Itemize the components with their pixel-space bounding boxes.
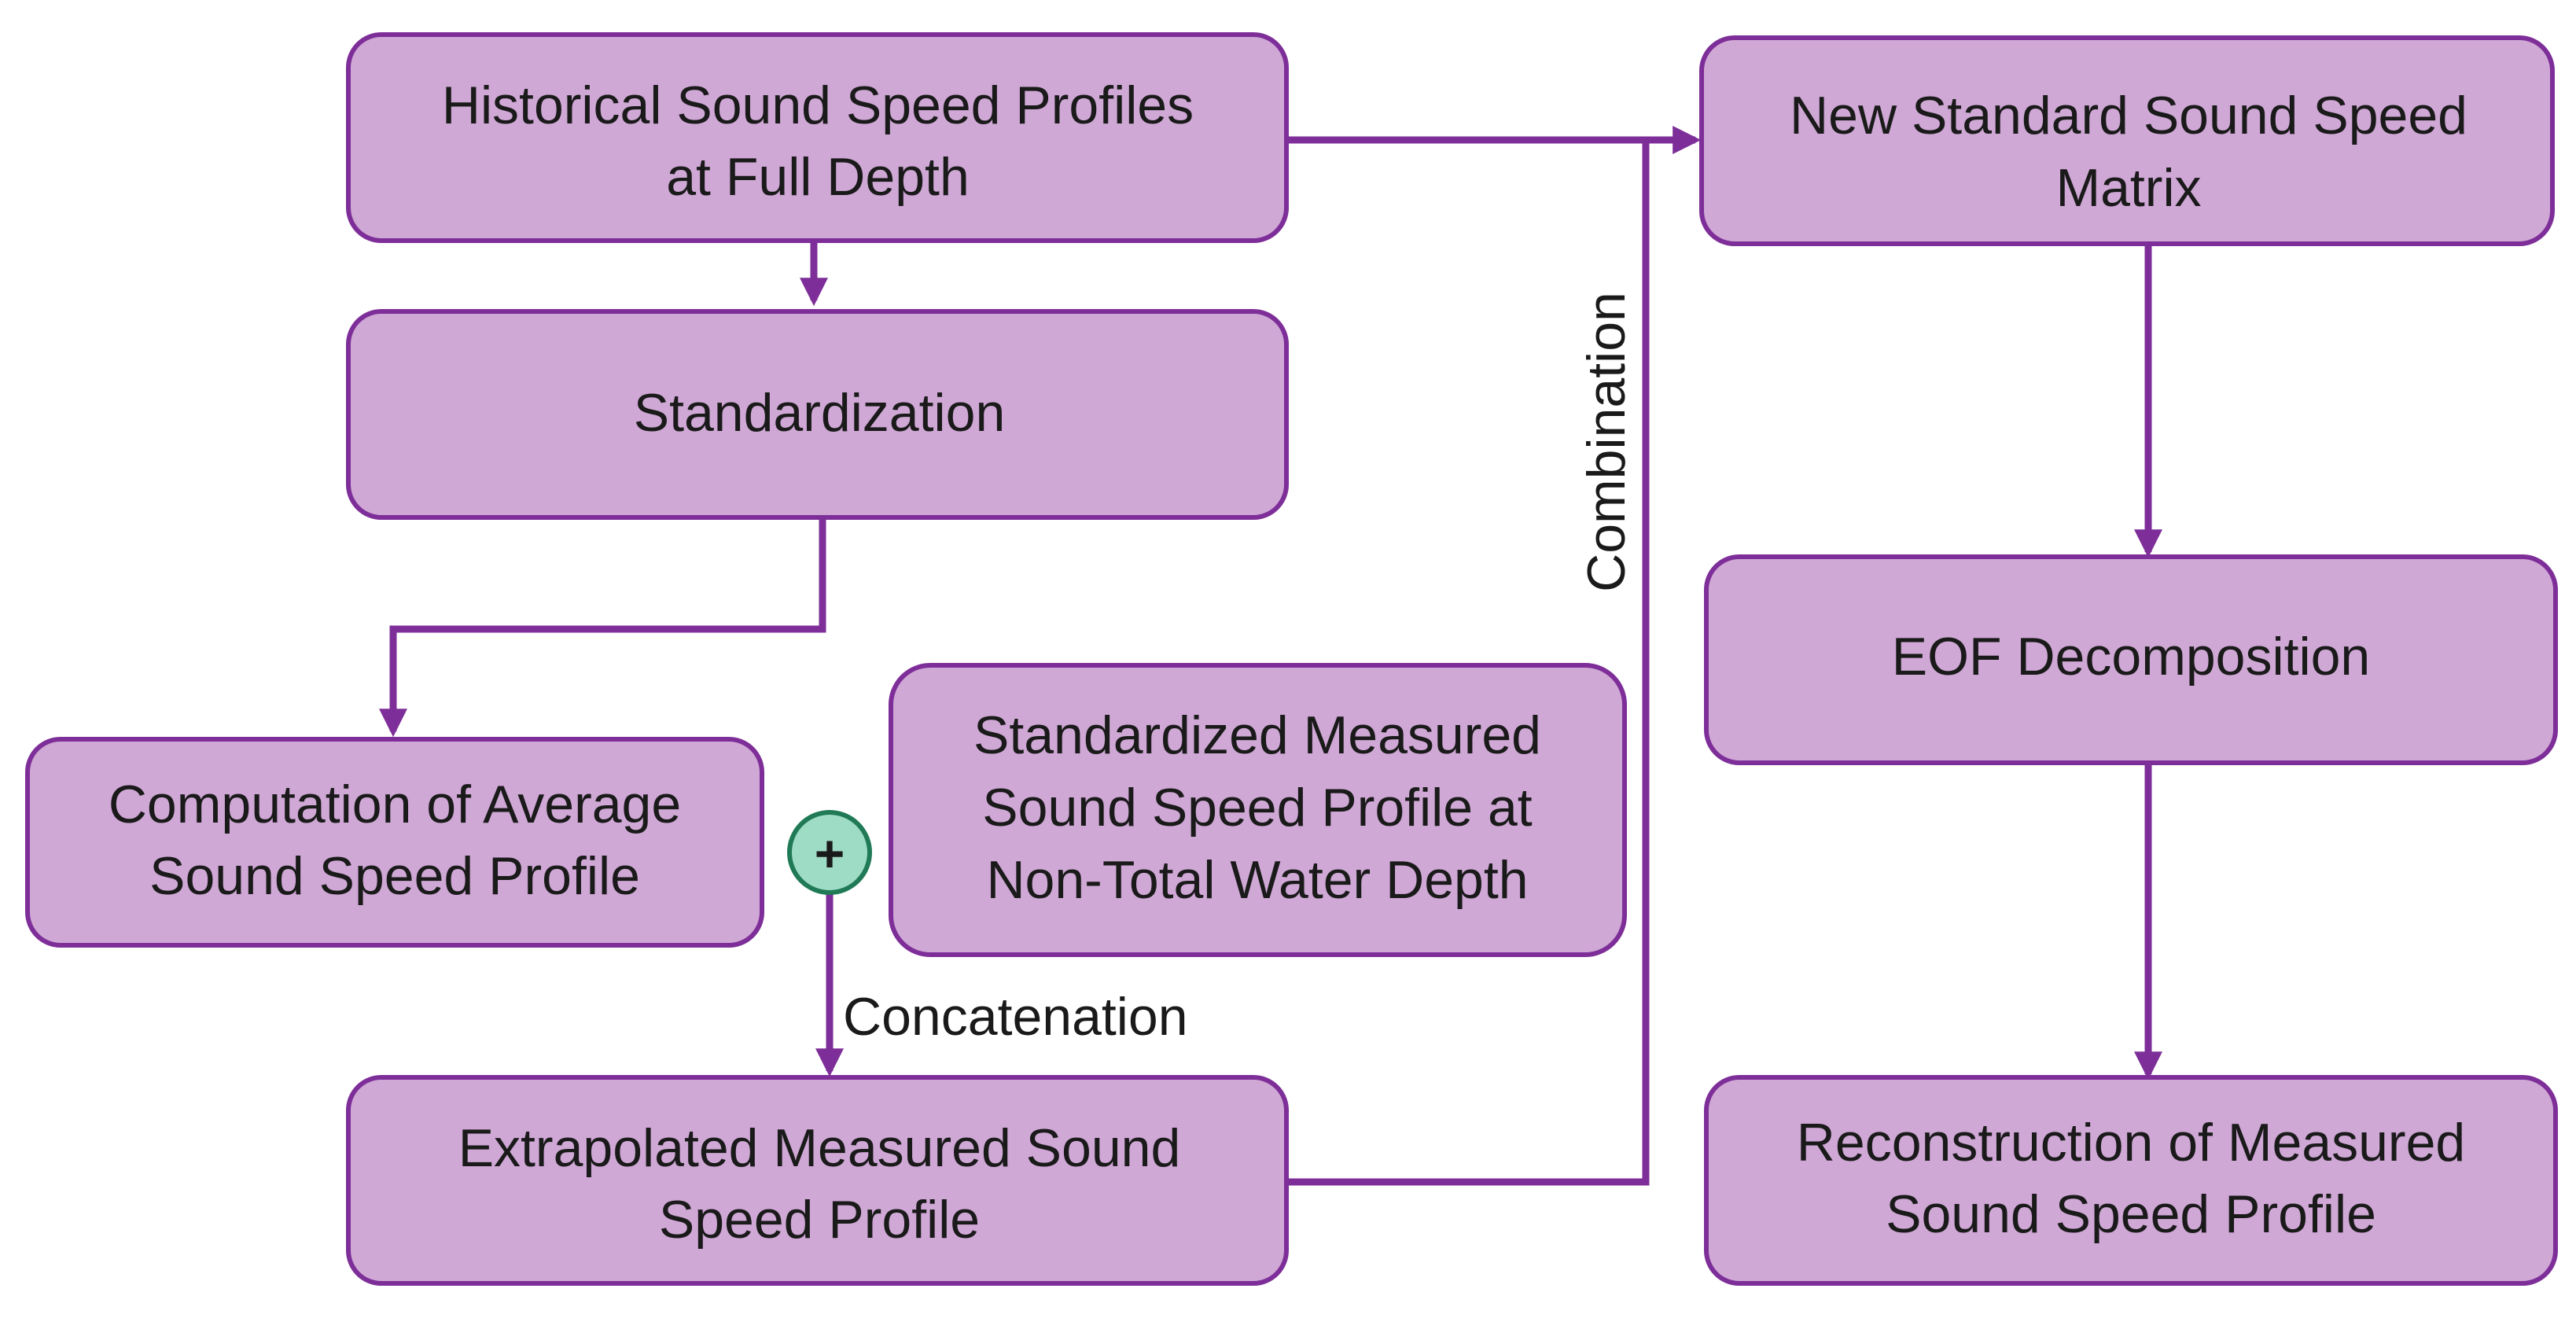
- node-average: Computation of Average Sound Speed Profi…: [25, 737, 764, 948]
- plus-icon-circle: [787, 810, 872, 895]
- node-eof-line1: EOF Decomposition: [1892, 627, 2370, 687]
- node-historical-line2: at Full Depth: [666, 147, 970, 207]
- node-historical-box: [346, 32, 1289, 243]
- node-extrapolated: Extrapolated Measured Sound Speed Profil…: [346, 1075, 1289, 1286]
- connectors: [379, 126, 2162, 1186]
- node-standardized-measured-line1: Standardized Measured: [973, 705, 1541, 765]
- node-standardized-measured-line2: Sound Speed Profile at: [982, 778, 1532, 838]
- node-eof-box: [1704, 554, 2558, 765]
- node-average-line1: Computation of Average: [109, 775, 681, 834]
- node-average-line2: Sound Speed Profile: [149, 846, 640, 906]
- node-extrapolated-box: [346, 1075, 1289, 1286]
- node-reconstruction-box: [1704, 1075, 2558, 1286]
- node-standardization-line1: Standardization: [634, 383, 1006, 443]
- node-historical-line1: Historical Sound Speed Profiles: [442, 75, 1194, 135]
- node-standardization-box: [346, 309, 1289, 520]
- node-standardized-measured-box: [889, 663, 1627, 957]
- arrow-standardization-to-average: [379, 517, 826, 738]
- label-combination: Combination: [1577, 292, 1636, 592]
- node-eof: EOF Decomposition: [1704, 554, 2558, 765]
- node-standardized-measured: Standardized Measured Sound Speed Profil…: [889, 663, 1627, 957]
- plus-icon: +: [787, 810, 872, 895]
- node-extrapolated-line2: Speed Profile: [659, 1190, 980, 1250]
- label-concatenation: Concatenation: [843, 987, 1188, 1047]
- node-extrapolated-line1: Extrapolated Measured Sound: [458, 1118, 1181, 1178]
- node-reconstruction-line1: Reconstruction of Measured: [1797, 1113, 2465, 1173]
- node-new-matrix-line2: Matrix: [2055, 158, 2201, 218]
- node-standardized-measured-line3: Non-Total Water Depth: [986, 850, 1528, 910]
- node-standardization: Standardization: [346, 309, 1289, 520]
- node-reconstruction: Reconstruction of Measured Sound Speed P…: [1704, 1075, 2558, 1286]
- node-new-matrix-line1: New Standard Sound Speed: [1790, 86, 2467, 145]
- plus-icon-symbol: +: [815, 824, 845, 882]
- node-reconstruction-line2: Sound Speed Profile: [1886, 1184, 2376, 1244]
- node-new-matrix-box: [1699, 35, 2555, 246]
- node-new-matrix: New Standard Sound Speed Matrix: [1699, 35, 2555, 246]
- node-average-box: [25, 737, 764, 948]
- line-extrapolated-combination: [1288, 140, 1650, 1186]
- node-historical: Historical Sound Speed Profiles at Full …: [346, 32, 1289, 243]
